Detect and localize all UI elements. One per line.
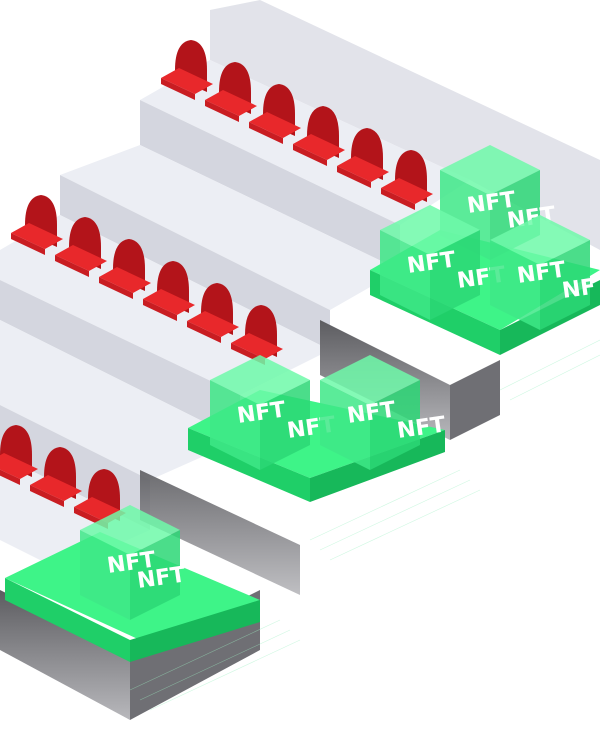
- seat: [0, 425, 38, 485]
- nft-cube: NFT: [320, 355, 420, 470]
- seat: [337, 128, 389, 188]
- seat: [55, 217, 107, 277]
- tier-2-top: [60, 145, 400, 310]
- seat: [99, 239, 151, 299]
- tier-3-front: [0, 280, 240, 440]
- seat: [143, 261, 195, 321]
- nft-cube: NFT: [561, 273, 600, 305]
- seat: [161, 40, 213, 100]
- seat: [187, 283, 239, 343]
- nft-label: NFT: [561, 273, 600, 305]
- nft-cube: NFT: [210, 355, 310, 470]
- seat: [293, 106, 345, 166]
- seat: [30, 447, 82, 507]
- nft-cube: NFT: [80, 505, 180, 620]
- seat: [249, 84, 301, 144]
- seat: [381, 150, 433, 210]
- pad-bottom-left-front: [5, 578, 130, 662]
- pad-bottom-left-side: [130, 600, 260, 662]
- grid-lines: [129, 339, 600, 711]
- nft-cube: NFT: [380, 205, 480, 320]
- seat: [205, 62, 257, 122]
- seat: [11, 195, 63, 255]
- nft-cube: NFT: [490, 215, 590, 330]
- tier-1-front: [140, 100, 400, 270]
- tier-4-top: [0, 320, 240, 480]
